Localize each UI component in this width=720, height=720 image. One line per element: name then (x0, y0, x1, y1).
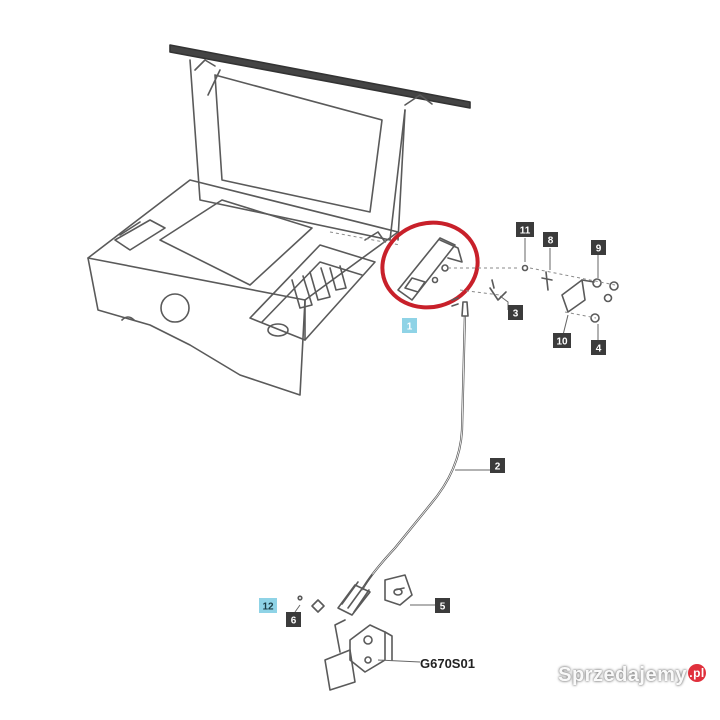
callout-10: 10 (553, 333, 571, 348)
cable-part (361, 297, 469, 591)
svg-text:5: 5 (440, 602, 446, 613)
bracket-part (384, 574, 413, 606)
watermark: Sprzedajemy.pl (558, 664, 706, 687)
callout-9: 9 (591, 240, 606, 255)
clip-part (489, 279, 507, 301)
callout-2: 2 (490, 458, 505, 473)
callout-5: 5 (435, 598, 450, 613)
callout-1: 1 (402, 318, 417, 333)
svg-text:3: 3 (513, 309, 519, 320)
callout-6: 6 (286, 612, 301, 627)
pedal-assembly (297, 574, 393, 691)
watermark-badge: .pl (688, 664, 706, 682)
callout-8: 8 (543, 232, 558, 247)
svg-text:6: 6 (291, 616, 297, 627)
svg-text:8: 8 (548, 236, 554, 247)
callout-4: 4 (591, 340, 606, 355)
svg-text:10: 10 (556, 337, 568, 348)
callout-3: 3 (508, 305, 523, 320)
diagram-code: G670S01 (420, 656, 475, 671)
callout-12: 12 (259, 598, 277, 613)
svg-text:4: 4 (596, 344, 602, 355)
highlight-circle (380, 220, 480, 310)
svg-text:1: 1 (407, 322, 413, 333)
dashboard-panel (87, 44, 471, 396)
callout-11: 11 (516, 222, 534, 237)
svg-text:9: 9 (596, 244, 602, 255)
svg-text:2: 2 (495, 462, 501, 473)
cable-mount-bracket (397, 237, 520, 301)
watermark-text: Sprzedajemy (558, 664, 687, 686)
hardware-cluster (521, 264, 619, 323)
svg-text:11: 11 (520, 226, 531, 237)
svg-text:12: 12 (262, 602, 274, 613)
